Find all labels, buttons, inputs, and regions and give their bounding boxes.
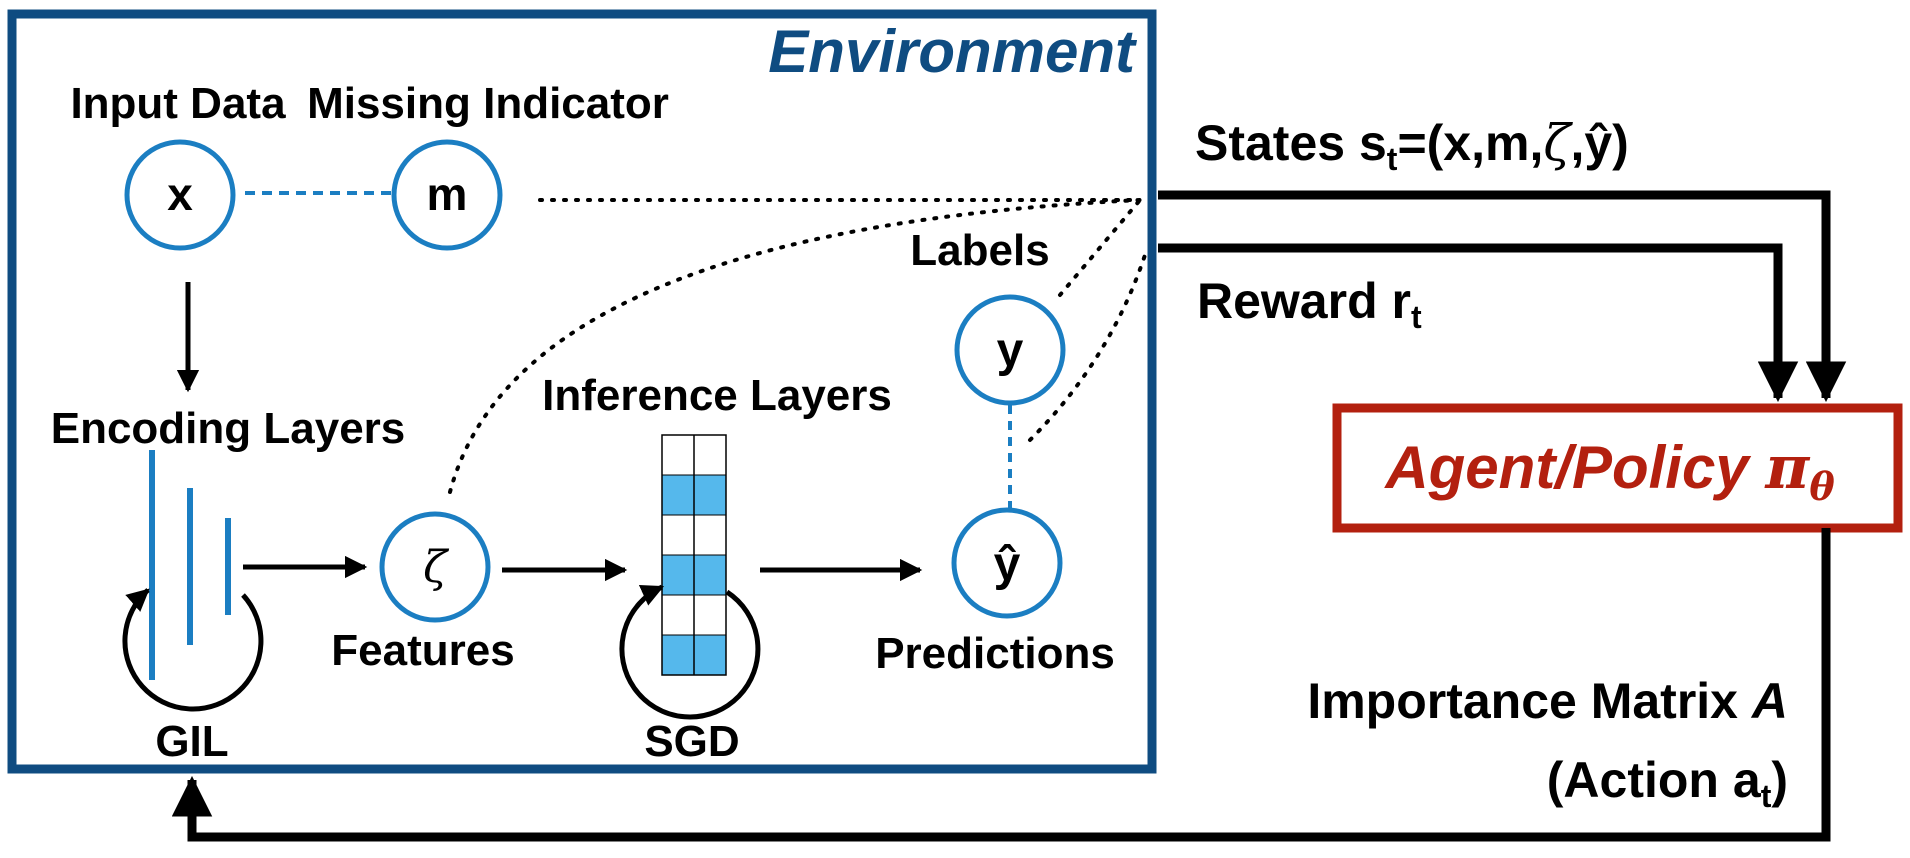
action-arrow bbox=[171, 528, 1831, 842]
states-label: States st=(x,m,ζ,ŷ) bbox=[1195, 114, 1629, 177]
state-dotted-lines bbox=[448, 198, 1147, 494]
input-data-label: Input Data bbox=[70, 79, 286, 128]
agent-policy-box bbox=[1332, 403, 1903, 533]
inference-layers-stack bbox=[661, 434, 727, 676]
missing-indicator-symbol: m bbox=[427, 168, 468, 220]
input-data-symbol: x bbox=[167, 168, 193, 220]
gil-loop-arrow bbox=[122, 588, 264, 712]
reward-label: Reward rt bbox=[1197, 273, 1422, 335]
missing-indicator-node bbox=[391, 139, 503, 251]
labels-node bbox=[954, 294, 1066, 406]
agent-policy-label: Agent/Policy πθ bbox=[1383, 433, 1835, 509]
input-data-node bbox=[124, 139, 236, 251]
importance-matrix-label: Importance Matrix A bbox=[1307, 673, 1788, 729]
missing-indicator-label: Missing Indicator bbox=[307, 79, 669, 128]
features-label: Features bbox=[331, 626, 514, 675]
environment-box bbox=[7, 9, 1157, 774]
encoding-layers-label: Encoding Layers bbox=[51, 404, 406, 453]
inference-layers-label: Inference Layers bbox=[542, 371, 892, 420]
predictions-symbol: ŷ bbox=[994, 538, 1021, 591]
labels-label: Labels bbox=[910, 226, 1049, 275]
predictions-label: Predictions bbox=[875, 629, 1115, 678]
labels-symbol: y bbox=[997, 324, 1024, 377]
states-arrow bbox=[1158, 190, 1847, 403]
sgd-loop-arrow bbox=[619, 584, 761, 720]
reward-arrow bbox=[1158, 243, 1799, 403]
gil-label: GIL bbox=[155, 717, 228, 766]
sgd-label: SGD bbox=[644, 717, 739, 766]
features-symbol: ζ bbox=[423, 542, 450, 593]
environment-title: Environment bbox=[768, 18, 1138, 85]
features-node bbox=[379, 511, 491, 623]
action-label: (Action at) bbox=[1547, 752, 1788, 814]
predictions-node bbox=[951, 507, 1063, 619]
